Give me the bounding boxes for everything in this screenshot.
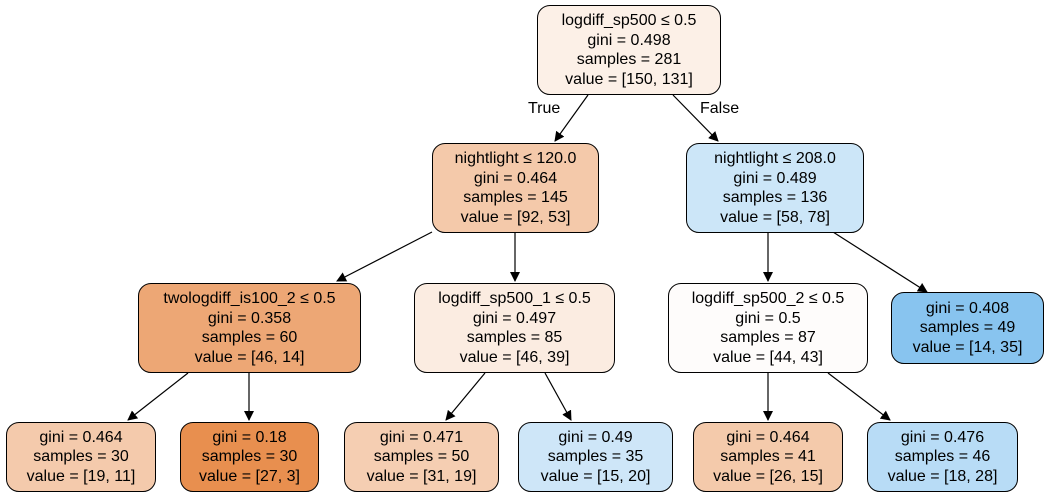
- node-line: gini = 0.498: [587, 31, 671, 49]
- tree-node-n2: nightlight ≤ 208.0 gini = 0.489 samples = …: [686, 143, 864, 233]
- node-line: value = [15, 20]: [540, 467, 651, 485]
- node-line: samples = 145: [463, 189, 568, 206]
- edge-label-false: False: [700, 100, 740, 117]
- node-line: samples = 50: [373, 448, 470, 466]
- node-line: value = [46, 14]: [194, 348, 305, 366]
- node-line: samples = 49: [919, 319, 1016, 337]
- edge-n2-n6: [832, 231, 928, 293]
- tree-node-n5: logdiff_sp500_2 ≤ 0.5 gini = 0.5 samples =…: [668, 283, 868, 373]
- node-line: samples = 41: [720, 448, 816, 466]
- edge-n1-n3: [336, 231, 433, 282]
- edge-n3-n7: [127, 372, 189, 421]
- node-line: gini = 0.471: [379, 428, 464, 446]
- node-line: value = [26, 15]: [713, 467, 823, 485]
- node-line: samples = 30: [33, 448, 129, 466]
- node-line: value = [18, 28]: [887, 467, 998, 485]
- node-line: gini = 0.49: [558, 428, 633, 446]
- node-line: samples = 136: [722, 189, 828, 206]
- edge-n0-n1: [554, 94, 589, 142]
- node-line: gini = 0.497: [472, 309, 557, 327]
- tree-node-n4: logdiff_sp500_1 ≤ 0.5 gini = 0.497 samples…: [414, 283, 615, 373]
- node-line: gini = 0.489: [733, 169, 817, 187]
- edge-n4-n9: [445, 372, 486, 421]
- node-line: gini = 0.464: [39, 428, 123, 446]
- node-line: gini = 0.464: [726, 428, 810, 446]
- node-line: value = [19, 11]: [26, 467, 136, 485]
- node-line: logdiff_sp500_2 ≤ 0.5: [691, 290, 845, 307]
- tree-node-n0: logdiff_sp500 ≤ 0.5 gini = 0.498 samples =…: [537, 5, 721, 95]
- node-line: nightlight ≤ 120.0: [454, 150, 577, 167]
- node-line: gini = 0.464: [473, 169, 558, 187]
- node-line: gini = 0.358: [207, 309, 292, 327]
- node-line: value = [92, 53]: [460, 208, 571, 226]
- node-line: value = [58, 78]: [720, 208, 830, 226]
- node-line: gini = 0.476: [900, 428, 985, 446]
- node-line: value = [44, 43]: [713, 348, 823, 366]
- node-line: samples = 60: [201, 329, 298, 346]
- node-line: gini = 0.5: [735, 309, 801, 327]
- node-line: value = [150, 131]: [565, 70, 693, 88]
- node-line: twologdiff_is100_2 ≤ 0.5: [163, 290, 336, 307]
- tree-node-n3: twologdiff_is100_2 ≤ 0.5 gini = 0.358 samp…: [138, 283, 361, 373]
- node-line: logdiff_sp500_1 ≤ 0.5: [438, 290, 591, 307]
- node-line: value = [14, 35]: [912, 338, 1023, 356]
- node-line: nightlight ≤ 208.0: [714, 150, 836, 167]
- node-line: samples = 35: [547, 448, 644, 466]
- edge-n0-n2: [672, 94, 719, 142]
- node-line: gini = 0.408: [925, 299, 1010, 317]
- node-line: samples = 30: [201, 448, 298, 466]
- node-line: value = [46, 39]: [459, 348, 570, 366]
- node-line: logdiff_sp500 ≤ 0.5: [561, 12, 697, 29]
- edge-label-true: True: [528, 100, 561, 117]
- node-line: value = [27, 3]: [199, 467, 300, 485]
- node-line: samples = 46: [894, 448, 991, 466]
- node-line: samples = 85: [466, 329, 563, 346]
- node-line: value = [31, 19]: [366, 467, 477, 485]
- edge-n5-n12: [827, 372, 891, 421]
- edge-n4-n10: [544, 372, 572, 421]
- tree-node-n1: nightlight ≤ 120.0 gini = 0.464 samples = …: [432, 143, 599, 233]
- node-line: samples = 281: [576, 51, 682, 68]
- node-line: samples = 87: [720, 329, 816, 346]
- node-line: gini = 0.18: [212, 428, 287, 446]
